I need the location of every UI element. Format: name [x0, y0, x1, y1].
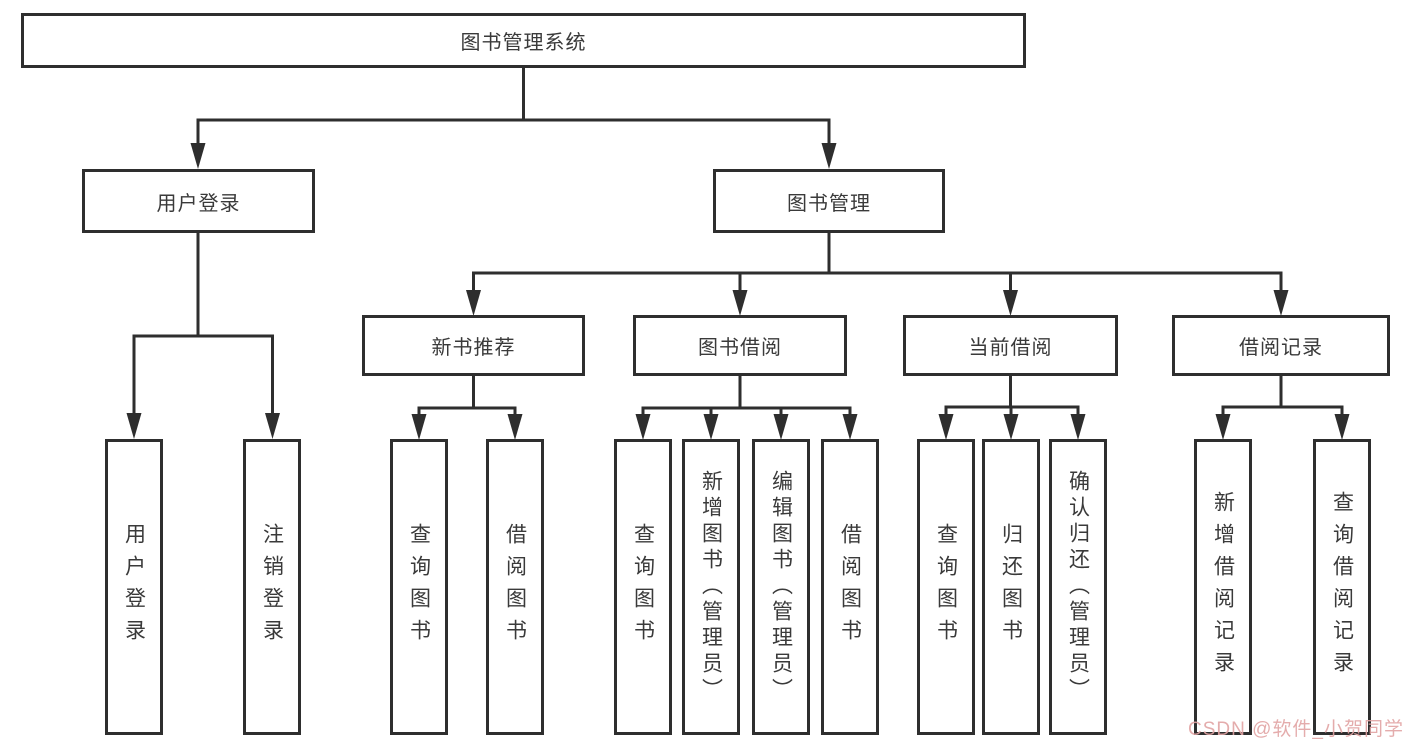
node-current-borrow-label: 当前借阅: [968, 337, 1053, 359]
leaf-query-borrow-record-label: 查询借阅记录: [1330, 491, 1354, 683]
leaf-borrow-books-label: 借阅图书: [838, 523, 862, 651]
node-new-book-recommend: 新书推荐: [362, 315, 585, 376]
leaf-newbook-borrow-books: 借阅图书: [486, 439, 544, 735]
leaf-borrow-query-books-label: 查询图书: [631, 523, 655, 651]
csdn-watermark: CSDN @软件_小贺同学: [1188, 719, 1404, 740]
leaf-edit-books-admin: 编辑图书（管理员）: [752, 439, 810, 735]
leaf-logout-label: 注销登录: [260, 523, 284, 651]
node-new-book-recommend-label: 新书推荐: [431, 337, 516, 359]
leaf-newbook-borrow-books-label: 借阅图书: [503, 523, 527, 651]
leaf-return-books-label: 归还图书: [999, 523, 1023, 651]
leaf-logout: 注销登录: [243, 439, 301, 735]
node-borrow-records-label: 借阅记录: [1239, 337, 1323, 359]
leaf-confirm-return-admin: 确认归还（管理员）: [1049, 439, 1107, 735]
leaf-add-borrow-record-label: 新增借阅记录: [1211, 491, 1235, 683]
node-borrow-records: 借阅记录: [1172, 315, 1390, 376]
leaf-add-borrow-record: 新增借阅记录: [1194, 439, 1252, 735]
leaf-user-login-label: 用户登录: [122, 523, 146, 651]
leaf-newbook-query-books-label: 查询图书: [407, 523, 431, 651]
leaf-add-books-admin-label: 新增图书（管理员）: [699, 470, 723, 704]
leaf-borrow-query-books: 查询图书: [614, 439, 672, 735]
leaf-borrow-books: 借阅图书: [821, 439, 879, 735]
node-current-borrow: 当前借阅: [903, 315, 1118, 376]
leaf-edit-books-admin-label: 编辑图书（管理员）: [769, 470, 793, 704]
leaf-user-login: 用户登录: [105, 439, 163, 735]
node-library-system-label: 图书管理系统: [460, 32, 587, 54]
node-book-management: 图书管理: [713, 169, 945, 233]
leaf-current-query-books: 查询图书: [917, 439, 975, 735]
node-book-borrow-label: 图书借阅: [698, 337, 782, 359]
leaf-add-books-admin: 新增图书（管理员）: [682, 439, 740, 735]
node-library-system: 图书管理系统: [21, 13, 1026, 68]
leaf-return-books: 归还图书: [982, 439, 1040, 735]
leaf-query-borrow-record: 查询借阅记录: [1313, 439, 1371, 735]
leaf-newbook-query-books: 查询图书: [390, 439, 448, 735]
node-user-login: 用户登录: [82, 169, 315, 233]
leaf-confirm-return-admin-label: 确认归还（管理员）: [1066, 470, 1090, 704]
node-user-login-label: 用户登录: [156, 192, 241, 215]
node-book-management-label: 图书管理: [787, 192, 871, 215]
node-book-borrow: 图书借阅: [633, 315, 847, 376]
leaf-current-query-books-label: 查询图书: [934, 523, 958, 651]
